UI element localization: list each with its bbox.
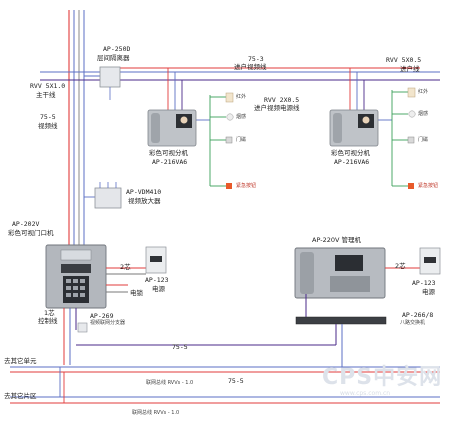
watermark-url: www.cps.com.cn [340, 390, 391, 397]
bus-1-label: 联网总线 RVVs - 1.0 [146, 380, 194, 386]
indoor-unit-2-name: 彩色可视分机 [331, 149, 370, 157]
ap123-left-model: AP-123 [145, 276, 169, 284]
one-core-label: 1芯 [44, 309, 55, 317]
to-other-unit-label: 去其它单元 [4, 357, 37, 365]
management-unit-screen [335, 255, 363, 271]
sensor-label-b2: 烟感 [418, 111, 429, 117]
rvv5x10-label: RVV 5X1.0 [30, 82, 66, 90]
ap250d-name-label: 层间隔离器 [97, 54, 130, 62]
vdm-name-label: 视频放大器 [128, 197, 161, 205]
vdm-model-label: AP-VDM410 [126, 188, 162, 196]
two-core-right-label: 2芯 [395, 262, 406, 270]
home-video-line-label: 进户视频线 [234, 63, 267, 71]
ap250d-model-label: AP-250D [103, 45, 131, 53]
power-supply-left-panel [150, 256, 162, 262]
ap269-name-label: 视频联网分支器 [90, 320, 126, 326]
indoor-unit-1-name: 彩色可视分机 [149, 149, 188, 157]
home-video-power-line-label: 进户视频电源线 [254, 104, 300, 112]
door-station-name: 彩色可视门口机 [8, 229, 54, 237]
door-station-camera [60, 249, 92, 261]
ap269-model-label: AP-269 [90, 312, 114, 320]
video-splitter[interactable] [77, 322, 88, 333]
sensor-smoke-icon-2 [408, 110, 416, 118]
sensor-label-r3: 门磁 [236, 137, 247, 143]
indoor-unit-2-face [362, 116, 370, 124]
indoor-unit-2-model: AP-216VA6 [334, 158, 370, 166]
cable-75-3-label: 75-3 [248, 55, 264, 63]
sensor-label-r4: 紧急按钮 [236, 183, 257, 189]
home-line-label: 进户线 [400, 65, 420, 73]
main-trunk-label: 主干线 [36, 91, 56, 99]
video-line-label: 视频线 [38, 122, 58, 130]
cable-75-5-top-label: 75-5 [40, 113, 56, 121]
lock-label: 电锁 [130, 289, 143, 297]
sensor-label-b3: 门磁 [418, 137, 429, 143]
ap123-right-name: 电源 [422, 288, 435, 296]
network-switch[interactable] [295, 316, 387, 325]
sensor-door-icon-2 [407, 136, 415, 144]
door-station-model: AP-202V [12, 220, 40, 228]
sensor-label-r1: 红外 [236, 94, 247, 100]
cable-75-5-mid-label: 75-5 [172, 343, 188, 351]
to-other-area-label: 去其它片区 [4, 392, 37, 400]
sensor-label-r2: 烟感 [236, 114, 247, 120]
management-unit-label: AP-220V 管理机 [312, 236, 361, 244]
management-unit-keypad [330, 276, 370, 292]
sensor-smoke-icon-1 [226, 113, 234, 121]
watermark: CPS中安网 [322, 365, 443, 390]
power-supply-right-panel [424, 257, 436, 263]
sensor-infrared-icon-2 [407, 87, 416, 98]
door-station-display [61, 264, 91, 273]
indoor-unit-1-face [180, 116, 188, 124]
sensor-label-b1: 红外 [418, 89, 429, 95]
ap266-model-label: AP-266/8 [402, 311, 434, 319]
rvv5x05-label: RVV 5X0.5 [386, 56, 422, 64]
ap250d-device[interactable] [99, 66, 121, 88]
indoor-unit-1-handset [151, 113, 160, 143]
ap123-left-name: 电源 [152, 285, 165, 293]
bus-2-label: 联网总线 RVVs - 1.0 [132, 410, 180, 416]
vdm-amplifier-device[interactable] [94, 187, 122, 209]
indoor-unit-2-handset [333, 113, 342, 143]
ap123-right-model: AP-123 [412, 279, 436, 287]
sensor-infrared-icon-1 [225, 92, 234, 103]
management-unit-handset [300, 252, 314, 294]
two-core-left-label: 2芯 [120, 263, 131, 271]
door-station-keys [66, 279, 85, 297]
sensor-panic-icon-2 [408, 183, 414, 189]
ap266-name-label: 八路交换机 [400, 320, 426, 326]
indoor-unit-1-model: AP-216VA6 [152, 158, 188, 166]
sensor-panic-icon-1 [226, 183, 232, 189]
control-line-label: 控制线 [38, 317, 58, 325]
sensor-label-b4: 紧急按钮 [418, 183, 439, 189]
cable-75-5-low-label: 75-5 [228, 377, 244, 385]
rvv2x05-label: RVV 2X0.5 [264, 96, 300, 104]
sensor-door-icon-1 [225, 136, 233, 144]
